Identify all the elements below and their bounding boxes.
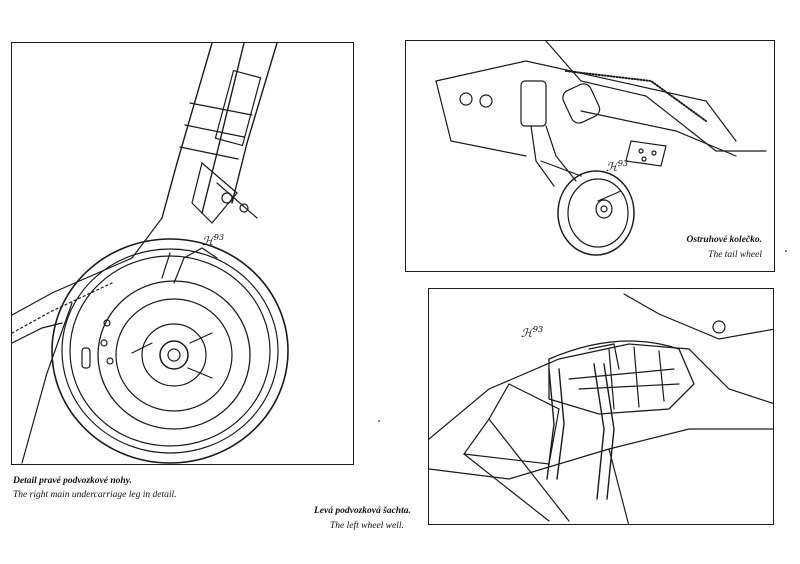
caption-main-czech: Detail pravé podvozkové nohy. [13, 476, 132, 486]
tail-wheel-drawing [435, 41, 767, 256]
caption-tail-english: The tail wheel [708, 250, 762, 260]
illustration-tail-wheel: ℋ93 Ostruhové kolečko. The tail wheel [405, 40, 775, 272]
caption-main-english: The right main undercarriage leg in deta… [13, 490, 177, 500]
artist-signature: ℋ93 [606, 159, 629, 174]
scan-speck [785, 250, 787, 252]
illustration-wheel-well: ℋ93 [428, 288, 774, 525]
wheel-well-drawing [429, 293, 773, 524]
scan-speck [378, 420, 380, 422]
artist-signature: ℋ93 [202, 233, 225, 248]
caption-well-czech: Levá podvozková šachta. [314, 506, 411, 516]
illustration-main-leg: ℋ93 [11, 42, 354, 465]
caption-tail-czech: Ostruhové kolečko. [686, 235, 762, 245]
artist-signature: ℋ93 [521, 325, 544, 340]
main-leg-drawing [12, 43, 289, 464]
caption-well-english: The left wheel well. [330, 521, 404, 531]
